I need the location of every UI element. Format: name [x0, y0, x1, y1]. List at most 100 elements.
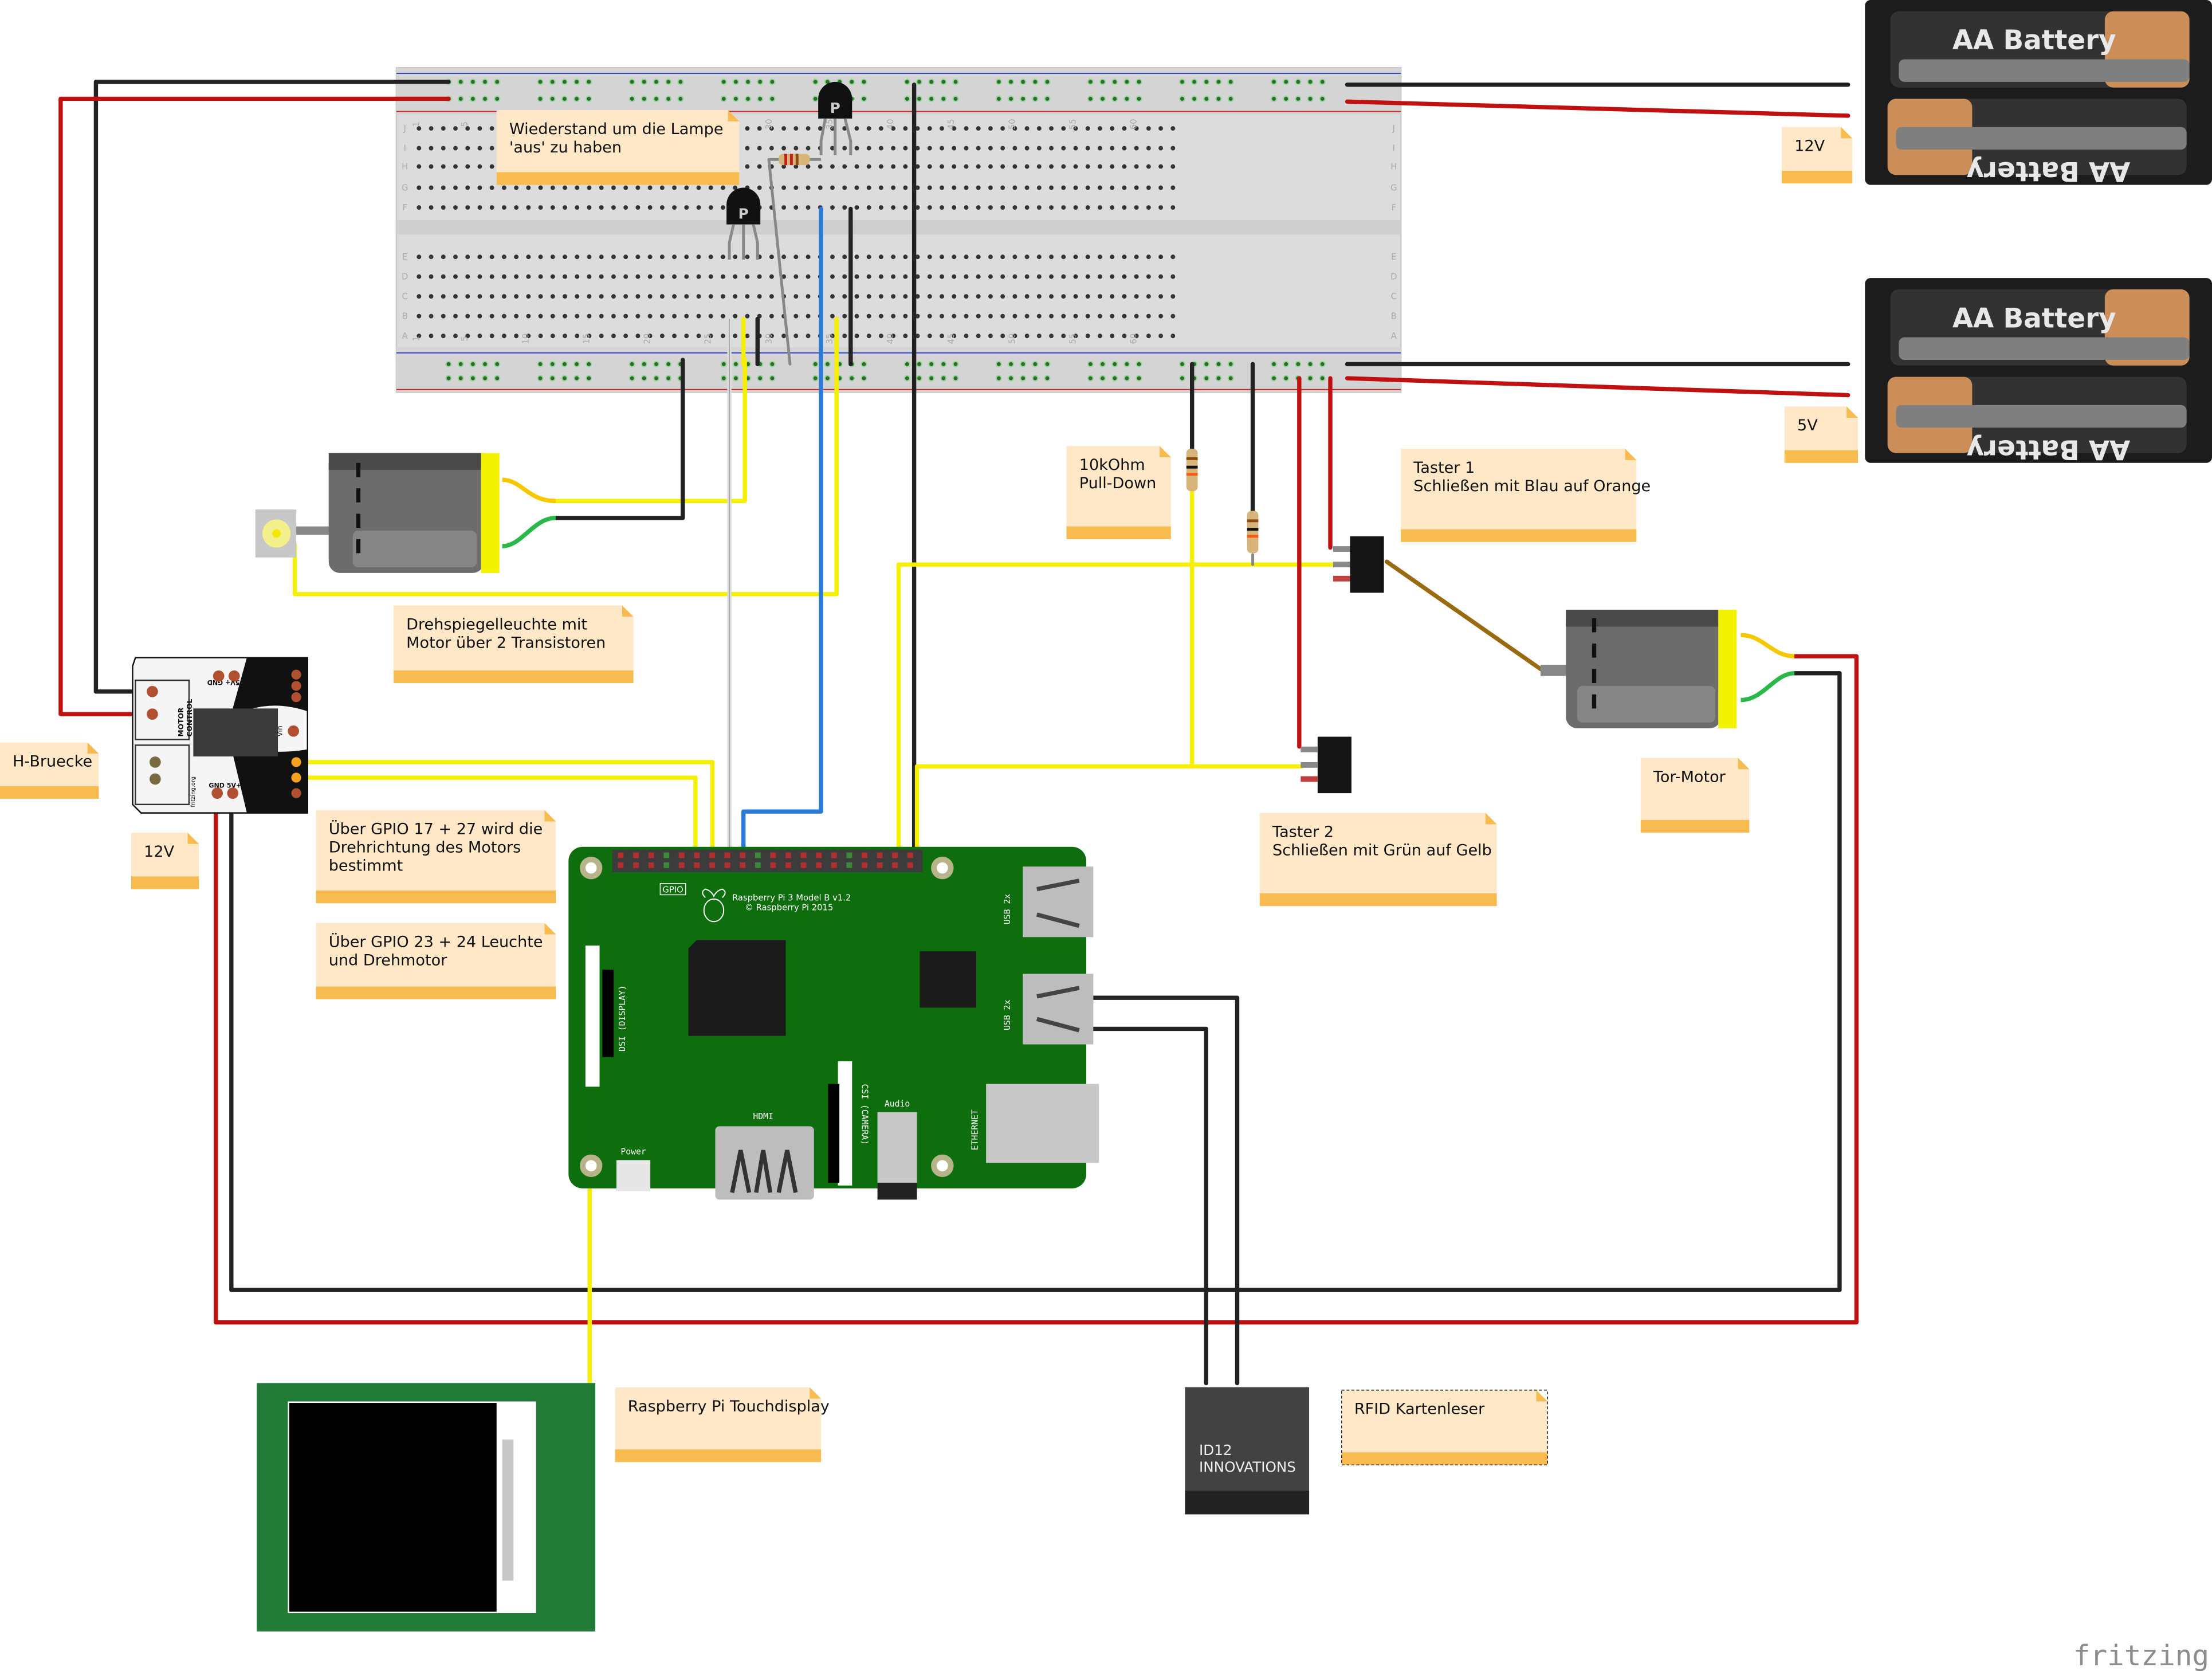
- gpio-pin[interactable]: [846, 852, 852, 858]
- gpio-pin[interactable]: [831, 862, 837, 868]
- usb-port-1[interactable]: [1023, 866, 1094, 938]
- note-text: und Drehmotor: [329, 952, 447, 970]
- gpio-pin[interactable]: [740, 852, 746, 858]
- gpio-header[interactable]: [618, 852, 913, 868]
- breadboard[interactable]: 1155101015152020252530303535404045455050…: [395, 66, 1402, 393]
- taster-2-switch[interactable]: [1301, 736, 1351, 794]
- gpio-pin[interactable]: [800, 852, 807, 858]
- gpio-pin[interactable]: [907, 862, 913, 868]
- gpio-pin[interactable]: [846, 862, 852, 868]
- gpio-pin[interactable]: [663, 852, 670, 858]
- wire-yellow-taster2[interactable]: [914, 764, 1305, 861]
- tormotor-note[interactable]: Tor-Motor: [1640, 758, 1750, 833]
- battery-12v-note[interactable]: 12V: [1781, 127, 1853, 184]
- breadboard-column-label: 40: [886, 334, 895, 344]
- power-port[interactable]: [616, 1160, 651, 1191]
- rfid-reader-id12[interactable]: ID12 INNOVATIONS: [1185, 1387, 1310, 1515]
- ethernet-port[interactable]: [986, 1084, 1099, 1163]
- wire-yellow-gpio17[interactable]: [294, 760, 715, 861]
- gpio-pin[interactable]: [770, 852, 776, 858]
- breadboard-row-label: A: [402, 331, 408, 341]
- wire-black-rfid-1[interactable]: [1088, 995, 1240, 1386]
- wire-red-12v[interactable]: [1345, 99, 1850, 118]
- gpio-pin[interactable]: [785, 852, 791, 858]
- wire-black-hbridge-rail[interactable]: [93, 80, 451, 694]
- gpio-pin[interactable]: [862, 852, 867, 858]
- gpio-pin[interactable]: [770, 862, 776, 868]
- gpio-pin[interactable]: [892, 852, 898, 858]
- wire-red-5v[interactable]: [1345, 376, 1850, 398]
- hbridge-12v-note[interactable]: 12V: [131, 833, 199, 889]
- gpio-pin[interactable]: [709, 862, 715, 868]
- rotating-lamp[interactable]: [255, 509, 332, 558]
- gpio-pin[interactable]: [633, 852, 639, 858]
- gpio-pin[interactable]: [907, 852, 913, 858]
- breadboard-column-label: 1: [411, 336, 421, 341]
- audio-jack[interactable]: [877, 1112, 917, 1186]
- gpio-pin[interactable]: [724, 852, 730, 858]
- gpio-pin[interactable]: [618, 852, 624, 858]
- rfid-note[interactable]: RFID Kartenleser: [1341, 1390, 1548, 1466]
- wire-black-tormotor[interactable]: [229, 671, 1842, 1292]
- wire-blue-gpio[interactable]: [741, 206, 823, 861]
- wire-black-motor-b[interactable]: [553, 358, 685, 520]
- hbridge-note[interactable]: H-Bruecke: [0, 742, 99, 799]
- gpio-pin[interactable]: [785, 862, 791, 868]
- tor-motor[interactable]: [1540, 609, 1795, 728]
- resistor-pulldown-1[interactable]: [1186, 449, 1198, 492]
- gpio-pin[interactable]: [648, 862, 654, 868]
- gpio-pin[interactable]: [694, 852, 700, 858]
- wire-black-rfid-2[interactable]: [1088, 1026, 1209, 1386]
- wire-yellow-taster1[interactable]: [896, 562, 1335, 861]
- resistor-note[interactable]: Wiederstand um die Lampe'aus' zu haben: [496, 110, 740, 185]
- gpio-pin[interactable]: [648, 852, 654, 858]
- wire-red-hbridge-rail[interactable]: [58, 96, 451, 716]
- gpio-pin[interactable]: [694, 862, 700, 868]
- resistor-pulldown-2[interactable]: [1247, 511, 1259, 554]
- gpio-pin[interactable]: [892, 862, 898, 868]
- gpio-pin[interactable]: [678, 862, 685, 868]
- gpio-pin[interactable]: [755, 852, 761, 858]
- battery-5v-note[interactable]: 5V: [1784, 406, 1858, 463]
- battery-pack-12v[interactable]: AA Battery AA Battery: [1865, 0, 2212, 186]
- gpio-pin[interactable]: [800, 862, 807, 868]
- gpio-pin[interactable]: [740, 862, 746, 868]
- raspberry-pi-touchdisplay[interactable]: [257, 1383, 596, 1632]
- gpio-pin[interactable]: [618, 862, 624, 868]
- touchdisplay-note[interactable]: Raspberry Pi Touchdisplay: [615, 1387, 830, 1462]
- wire-yellow-motor-a[interactable]: [553, 358, 747, 504]
- taster-1-switch[interactable]: [1333, 536, 1384, 593]
- note-text: 5V: [1797, 417, 1818, 434]
- gpio-pin[interactable]: [633, 862, 639, 868]
- gpio-pin[interactable]: [724, 862, 730, 868]
- wire-yellow-gpio27[interactable]: [294, 775, 698, 861]
- gpio-pin[interactable]: [678, 852, 685, 858]
- breadboard-column-label: 20: [643, 334, 653, 344]
- resistor-lamp[interactable]: [768, 154, 822, 166]
- wire-yellow-lamp[interactable]: [292, 316, 839, 597]
- wire-red-tormotor[interactable]: [214, 654, 1859, 1325]
- gpio-pin[interactable]: [709, 852, 715, 858]
- battery-pack-5v[interactable]: AA Battery AA Battery: [1865, 278, 2212, 464]
- gpio-pin[interactable]: [755, 862, 761, 868]
- transistor-1[interactable]: P: [818, 81, 852, 155]
- usb-port-2[interactable]: [1023, 974, 1094, 1045]
- h-bridge-motor-control[interactable]: MOTOR CONTROL fritzing.org GND 5V+ 5V+ G…: [132, 657, 309, 814]
- gpio-pin[interactable]: [862, 862, 867, 868]
- wire-brown-switch-motor[interactable]: [1384, 559, 1543, 672]
- gpio-pin[interactable]: [831, 852, 837, 858]
- raspberry-pi-3[interactable]: GPIO Raspberry Pi 3 Model B v1.2 © Raspb…: [568, 846, 1099, 1200]
- transistor-2[interactable]: P: [726, 187, 761, 260]
- gpio-pin[interactable]: [816, 852, 822, 858]
- gpio-pin[interactable]: [816, 862, 822, 868]
- gpio-pin[interactable]: [877, 852, 883, 858]
- dc-motor-lamp[interactable]: [328, 453, 556, 573]
- gpio-pin[interactable]: [877, 862, 883, 868]
- gpio-pin[interactable]: [663, 862, 670, 868]
